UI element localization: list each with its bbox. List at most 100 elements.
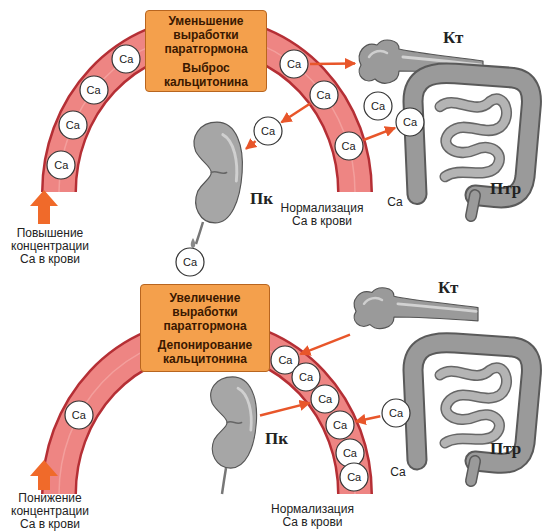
calcium-circle: Ca bbox=[291, 362, 321, 392]
bone-part bbox=[354, 288, 478, 329]
calcium-circle: Ca bbox=[334, 131, 364, 161]
circle-shape bbox=[364, 92, 392, 120]
calcium-flow-arrow bbox=[246, 141, 256, 149]
intestine-drawing bbox=[395, 325, 545, 485]
circle-shape bbox=[311, 385, 339, 413]
intestine-part bbox=[413, 73, 531, 198]
intestine-drawing bbox=[395, 55, 545, 220]
calcium-label: Ca bbox=[72, 409, 86, 421]
calcium-label: Ca bbox=[54, 159, 68, 171]
calcium-label: Ca bbox=[343, 447, 357, 459]
calcium-flow-arrow bbox=[300, 335, 350, 355]
blood-band bbox=[59, 336, 355, 494]
calcium-label: Ca bbox=[287, 58, 301, 70]
intestine-part bbox=[471, 195, 475, 216]
intestine-organ: Птр bbox=[395, 325, 545, 485]
intestine-part bbox=[440, 99, 507, 177]
calcium-label: Ca bbox=[183, 256, 197, 268]
circle-shape bbox=[382, 399, 410, 427]
hormone-text: Увеличение выработки паратгормона bbox=[145, 291, 265, 333]
calcium-label: Ca bbox=[119, 53, 133, 65]
calcium-circle: Ca bbox=[111, 44, 141, 74]
blood-band-shine bbox=[59, 336, 355, 494]
kidney-part bbox=[223, 135, 237, 181]
kidney-drawing bbox=[205, 375, 260, 470]
kidney-organ: Пк bbox=[205, 375, 260, 470]
calcium-circle: Ca bbox=[310, 384, 340, 414]
circle-shape bbox=[59, 111, 87, 139]
calcium-label: Ca bbox=[347, 471, 361, 483]
kidney-part bbox=[194, 122, 242, 223]
blood-band-edge bbox=[59, 336, 355, 494]
intestine-part bbox=[471, 461, 475, 481]
ureter bbox=[222, 468, 226, 494]
calcium-label: Ca bbox=[261, 125, 275, 137]
hormone-box: Уменьшение выработки паратгормонаВыброс … bbox=[145, 10, 267, 92]
calcium-circle: Ca bbox=[395, 107, 425, 137]
ureter bbox=[196, 222, 203, 244]
calcium-flow-arrow bbox=[310, 62, 355, 65]
bone-organ: Кт bbox=[350, 283, 480, 335]
calcium-circle: Ca bbox=[325, 410, 355, 440]
circle-shape bbox=[336, 439, 364, 467]
bone-drawing bbox=[350, 283, 480, 335]
calcium-circle: Ca bbox=[363, 91, 393, 121]
circle-shape bbox=[47, 151, 75, 179]
calcium-label: Ca bbox=[317, 89, 331, 101]
circle-shape bbox=[340, 463, 368, 491]
organ-label: Пк bbox=[250, 190, 273, 208]
hormone-box: Увеличение выработки паратгормонаДепонир… bbox=[140, 284, 270, 372]
calcium-circle: Ca bbox=[79, 75, 109, 105]
calcium-circle: Ca bbox=[175, 247, 205, 277]
calcium-flow-arrow bbox=[260, 403, 310, 416]
calcium-circle: Ca bbox=[253, 116, 283, 146]
kidney-organ: Пк bbox=[188, 120, 246, 225]
note-label: Повышение концентрации Ca в крови bbox=[3, 227, 97, 266]
circle-shape bbox=[280, 50, 308, 78]
circle-shape bbox=[292, 363, 320, 391]
circle-shape bbox=[65, 401, 93, 429]
note-label: Нормализация Ca в крови bbox=[265, 503, 360, 529]
calcium-label: Ca bbox=[318, 393, 332, 405]
organ-label: Кт bbox=[443, 29, 463, 47]
calcium-circle: Ca bbox=[309, 80, 339, 110]
intestine-organ: Птр bbox=[395, 55, 545, 220]
organ-label: Кт bbox=[438, 279, 458, 297]
calcium-label: Ca bbox=[389, 407, 403, 419]
calcium-label: Ca bbox=[66, 119, 80, 131]
calcium-flow-arrow bbox=[356, 416, 381, 421]
bone-part bbox=[364, 298, 382, 304]
kidney-part bbox=[227, 422, 242, 424]
intestine-part bbox=[440, 368, 507, 443]
calcium-circle: Ca bbox=[64, 400, 94, 430]
circle-shape bbox=[310, 81, 338, 109]
calcium-label: Ca bbox=[333, 419, 347, 431]
calcium-label: Ca bbox=[87, 84, 101, 96]
calcium-label: Ca bbox=[403, 116, 417, 128]
urine-drop bbox=[191, 238, 196, 248]
calcium-flow-arrow bbox=[281, 104, 310, 123]
note-label: Ca bbox=[386, 466, 410, 479]
intestine-part bbox=[413, 343, 531, 464]
organ-label: Птр bbox=[490, 440, 521, 458]
intestine-part bbox=[440, 99, 507, 177]
note-label: Нормализация Ca в крови bbox=[272, 202, 372, 228]
circle-shape bbox=[176, 248, 204, 276]
intestine-part bbox=[471, 461, 475, 481]
calcium-circle: Ca bbox=[381, 398, 411, 428]
calcium-circle: Ca bbox=[58, 110, 88, 140]
kidney-drawing bbox=[188, 120, 246, 225]
intestine-part bbox=[413, 73, 531, 198]
circle-shape bbox=[254, 117, 282, 145]
decrease-arrow bbox=[30, 460, 58, 490]
calcium-flow-arrow bbox=[364, 128, 396, 140]
circle-shape bbox=[335, 132, 363, 160]
kidney-part bbox=[211, 172, 226, 174]
calcium-circle: Ca bbox=[339, 462, 369, 492]
circle-shape bbox=[112, 45, 140, 73]
organ-label: Птр bbox=[490, 180, 521, 198]
calcium-circle: Ca bbox=[279, 49, 309, 79]
bone-part bbox=[369, 51, 387, 57]
calcium-circle: Ca bbox=[46, 150, 76, 180]
